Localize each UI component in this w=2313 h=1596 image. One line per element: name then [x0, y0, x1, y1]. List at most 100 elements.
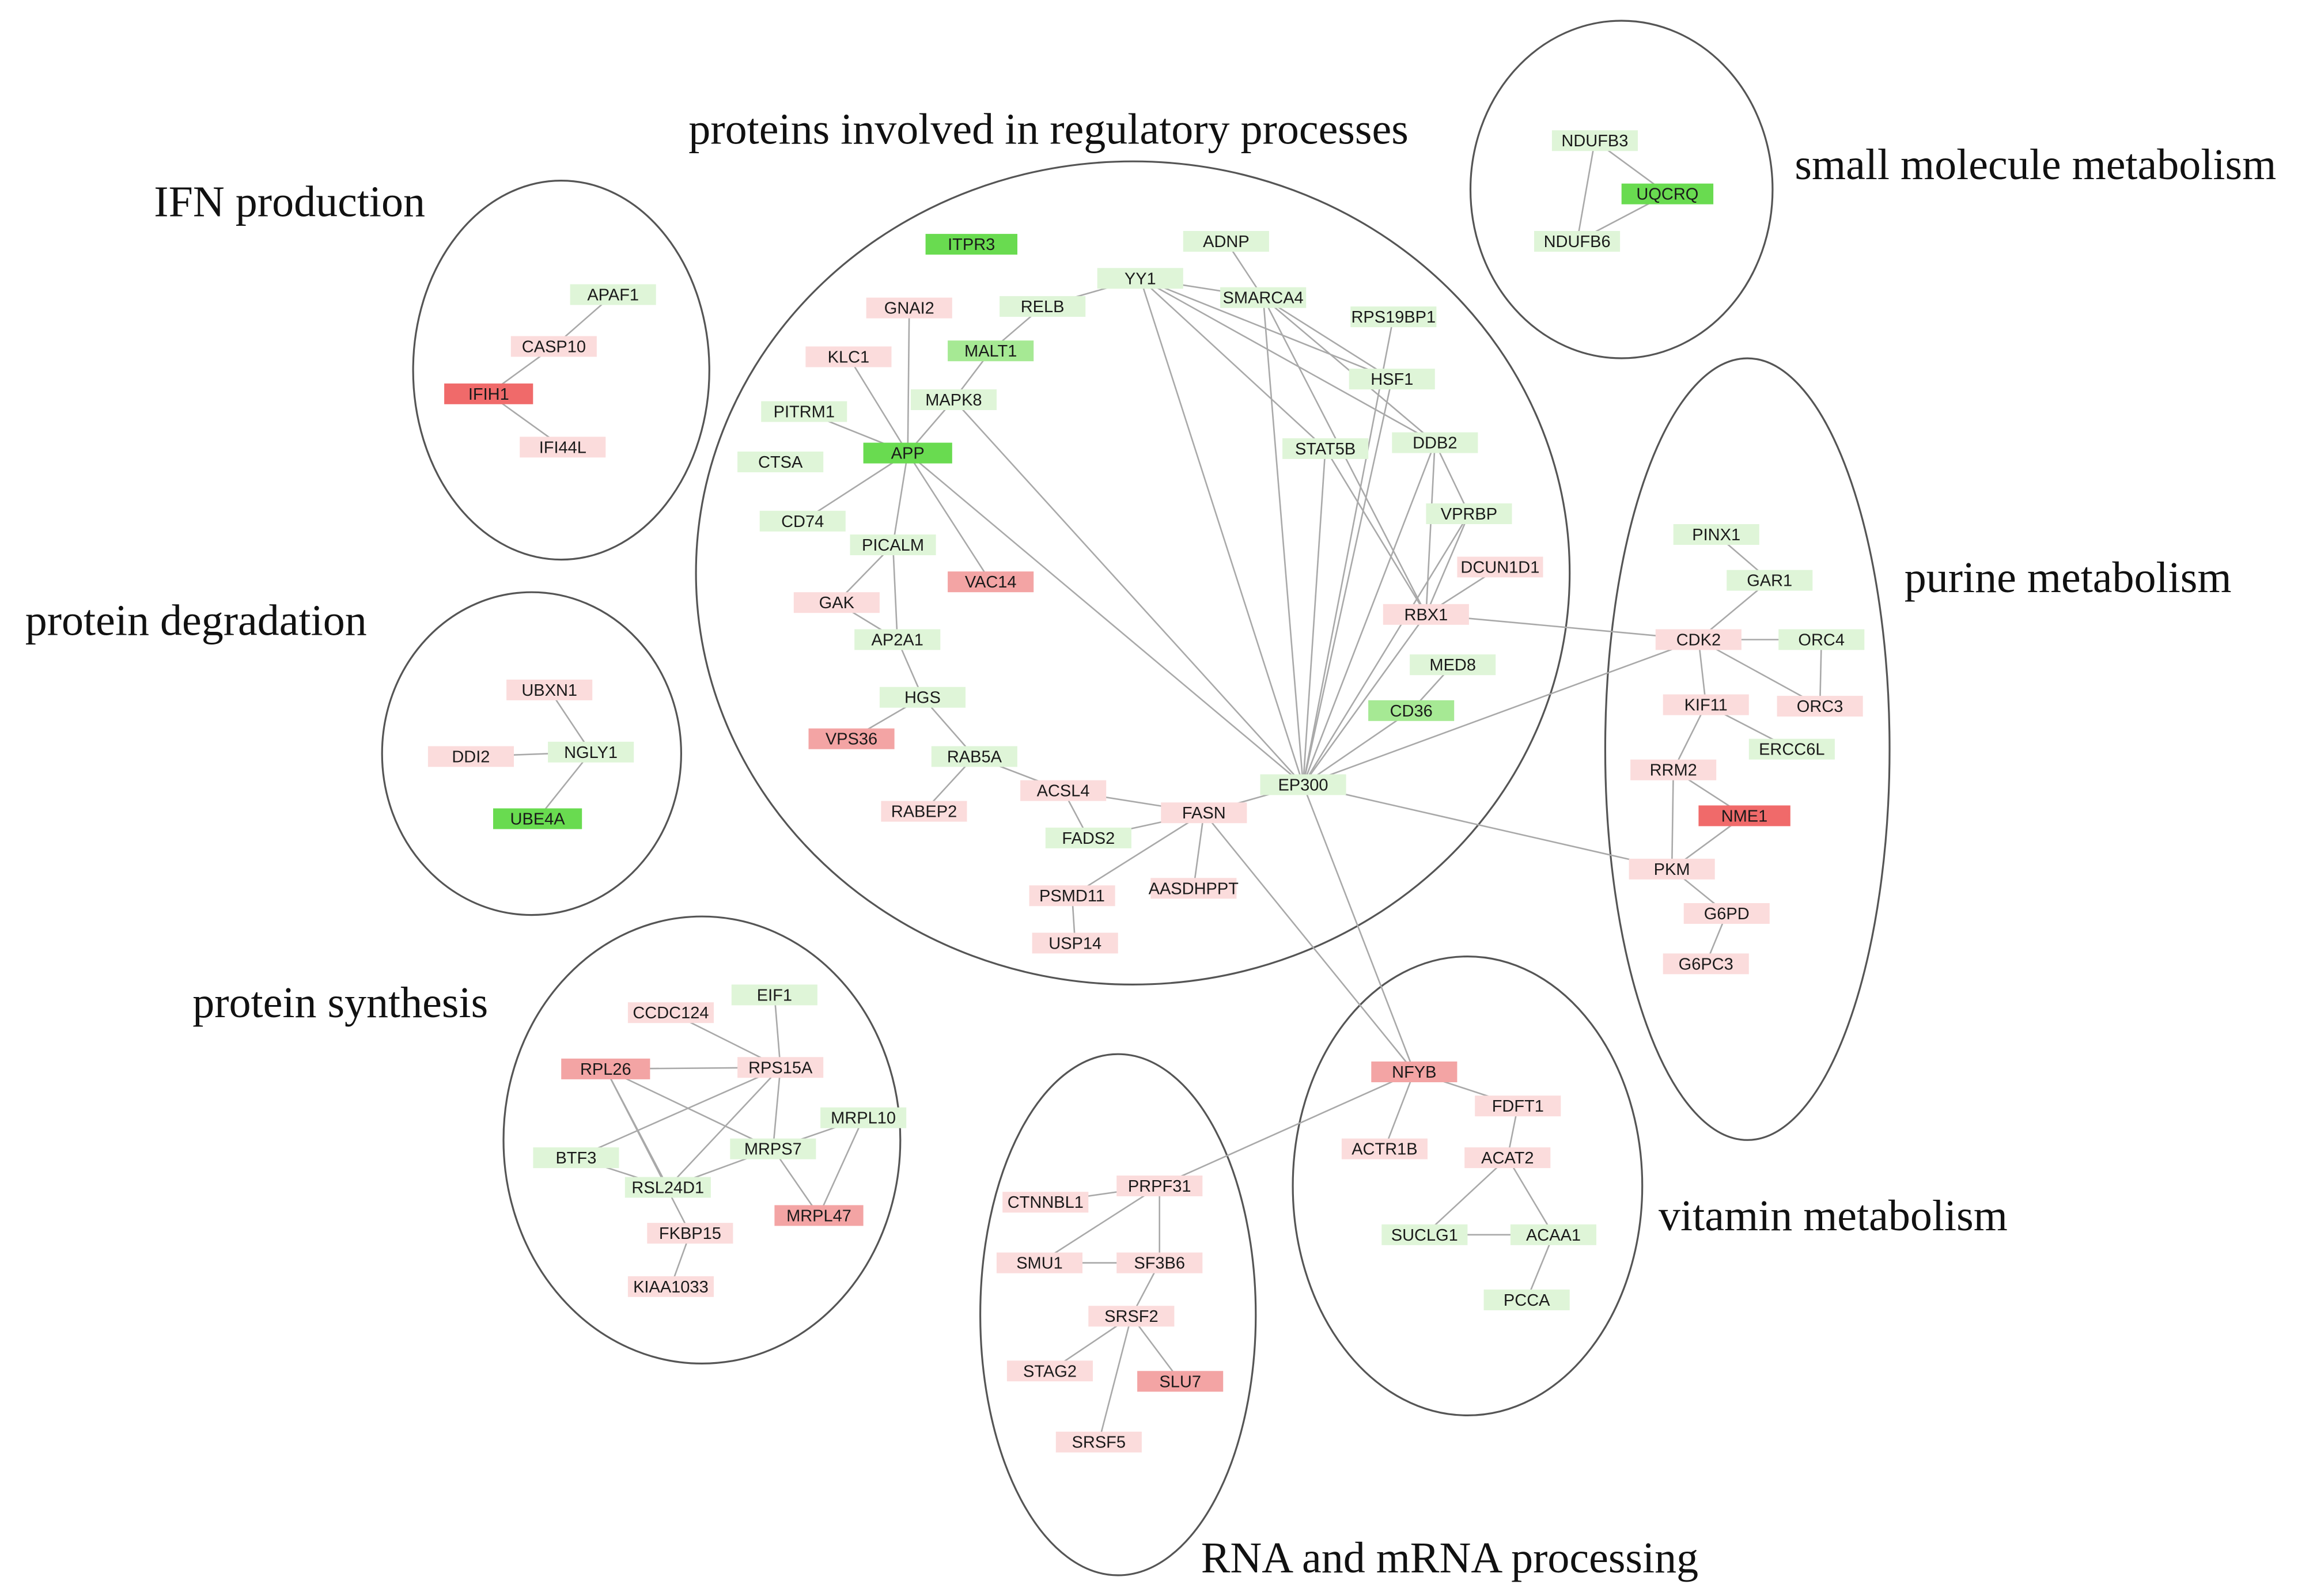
node-mrpl47[interactable]: MRPL47 — [774, 1205, 864, 1226]
node-ube4a[interactable]: UBE4A — [493, 808, 582, 829]
node-nfyb[interactable]: NFYB — [1371, 1062, 1458, 1082]
node-pcca[interactable]: PCCA — [1483, 1289, 1570, 1310]
cluster-title-purine: purine metabolism — [1905, 554, 2232, 602]
node-ubxn1[interactable]: UBXN1 — [506, 679, 593, 700]
node-adnp[interactable]: ADNP — [1183, 231, 1269, 252]
node-fkbp15[interactable]: FKBP15 — [647, 1223, 733, 1244]
node-ctnnbl1[interactable]: CTNNBL1 — [1002, 1192, 1089, 1213]
node-smarca4[interactable]: SMARCA4 — [1220, 287, 1307, 308]
node-yy1[interactable]: YY1 — [1097, 268, 1183, 289]
node-usp14[interactable]: USP14 — [1032, 932, 1118, 954]
node-vps36[interactable]: VPS36 — [808, 728, 895, 749]
node-mapk8[interactable]: MAPK8 — [910, 389, 997, 410]
node-stat5b[interactable]: STAT5B — [1282, 438, 1369, 459]
node-ercc6l[interactable]: ERCC6L — [1748, 738, 1835, 760]
node-gar1[interactable]: GAR1 — [1727, 570, 1813, 591]
node-fdft1[interactable]: FDFT1 — [1475, 1095, 1561, 1117]
node-mrps7[interactable]: MRPS7 — [730, 1138, 816, 1159]
node-fads2[interactable]: FADS2 — [1045, 827, 1131, 848]
node-ap2a1[interactable]: AP2A1 — [854, 629, 941, 650]
node-aasdhppt[interactable]: AASDHPPT — [1149, 878, 1239, 899]
node-med8[interactable]: MED8 — [1410, 654, 1496, 676]
node-gak[interactable]: GAK — [793, 592, 880, 613]
node-rrm2[interactable]: RRM2 — [1630, 759, 1717, 780]
node-itpr3[interactable]: ITPR3 — [925, 234, 1017, 255]
node-hgs[interactable]: HGS — [879, 687, 966, 708]
node-stag2[interactable]: STAG2 — [1006, 1360, 1093, 1382]
node-label-rabep2: RABEP2 — [891, 803, 957, 821]
node-acsl4[interactable]: ACSL4 — [1020, 780, 1107, 801]
node-eif1[interactable]: EIF1 — [731, 984, 817, 1006]
node-orc4[interactable]: ORC4 — [1778, 629, 1865, 650]
node-ndufb6[interactable]: NDUFB6 — [1534, 231, 1621, 252]
node-malt1[interactable]: MALT1 — [948, 340, 1034, 362]
node-ifih1[interactable]: IFIH1 — [444, 383, 533, 404]
node-pitrm1[interactable]: PITRM1 — [761, 401, 847, 422]
node-kiaa1033[interactable]: KIAA1033 — [627, 1276, 714, 1297]
node-label-rab5a: RAB5A — [947, 748, 1002, 767]
node-label-kiaa1033: KIAA1033 — [633, 1278, 709, 1296]
node-suclg1[interactable]: SUCLG1 — [1381, 1224, 1468, 1245]
node-casp10[interactable]: CASP10 — [510, 336, 597, 357]
cluster-title-vitamin: vitamin metabolism — [1659, 1192, 2008, 1240]
node-cdk2[interactable]: CDK2 — [1655, 629, 1742, 650]
node-smu1[interactable]: SMU1 — [996, 1252, 1082, 1273]
node-box-rsl24d1 — [624, 1177, 711, 1198]
node-hsf1[interactable]: HSF1 — [1349, 369, 1435, 390]
node-vprbp[interactable]: VPRBP — [1426, 503, 1512, 524]
node-fasn[interactable]: FASN — [1161, 802, 1247, 824]
node-pkm[interactable]: PKM — [1629, 858, 1715, 879]
cluster-ring-regulatory — [695, 160, 1571, 985]
node-rbx1[interactable]: RBX1 — [1383, 604, 1469, 625]
edge-smarca4-hsf1 — [1262, 297, 1392, 380]
node-box-relb — [1000, 296, 1086, 317]
node-psmd11[interactable]: PSMD11 — [1029, 885, 1115, 907]
node-srsf2[interactable]: SRSF2 — [1088, 1306, 1175, 1327]
node-slu7[interactable]: SLU7 — [1137, 1371, 1224, 1392]
node-box-hgs — [879, 687, 966, 708]
node-acaa1[interactable]: ACAA1 — [1510, 1224, 1596, 1245]
node-srsf5[interactable]: SRSF5 — [1055, 1431, 1142, 1453]
node-ctsa[interactable]: CTSA — [737, 452, 824, 472]
node-nme1[interactable]: NME1 — [1698, 805, 1790, 827]
node-dcun1d1[interactable]: DCUN1D1 — [1457, 556, 1543, 578]
node-sf3b6[interactable]: SF3B6 — [1116, 1252, 1203, 1273]
node-rsl24d1[interactable]: RSL24D1 — [624, 1177, 711, 1198]
node-cd74[interactable]: CD74 — [759, 510, 846, 532]
node-orc3[interactable]: ORC3 — [1777, 696, 1863, 717]
node-box-acsl4 — [1020, 780, 1107, 801]
node-ifi44l[interactable]: IFI44L — [520, 437, 606, 458]
node-rabep2[interactable]: RABEP2 — [881, 801, 967, 822]
node-picalm[interactable]: PICALM — [850, 534, 936, 555]
node-acat2[interactable]: ACAT2 — [1464, 1147, 1551, 1169]
node-relb[interactable]: RELB — [1000, 296, 1086, 317]
node-pinx1[interactable]: PINX1 — [1673, 524, 1759, 545]
node-ddb2[interactable]: DDB2 — [1392, 432, 1478, 453]
node-box-cd74 — [759, 510, 846, 532]
node-vac14[interactable]: VAC14 — [948, 571, 1034, 593]
node-app[interactable]: APP — [863, 442, 952, 464]
node-btf3[interactable]: BTF3 — [533, 1147, 619, 1169]
node-ndufb3[interactable]: NDUFB3 — [1551, 130, 1638, 151]
node-rpl26[interactable]: RPL26 — [561, 1058, 650, 1079]
node-gnai2[interactable]: GNAI2 — [866, 297, 952, 319]
node-rab5a[interactable]: RAB5A — [931, 746, 1017, 767]
node-uqcrq[interactable]: UQCRQ — [1621, 183, 1714, 204]
node-ngly1[interactable]: NGLY1 — [548, 741, 634, 763]
node-klc1[interactable]: KLC1 — [805, 346, 892, 367]
node-apaf1[interactable]: APAF1 — [570, 284, 656, 305]
node-ep300[interactable]: EP300 — [1260, 774, 1346, 795]
node-g6pd[interactable]: G6PD — [1683, 903, 1770, 924]
node-box-prpf31 — [1116, 1176, 1203, 1196]
node-ddi2[interactable]: DDI2 — [427, 746, 514, 767]
node-rps19bp1[interactable]: RPS19BP1 — [1350, 306, 1437, 328]
node-cd36[interactable]: CD36 — [1368, 700, 1455, 721]
node-g6pc3[interactable]: G6PC3 — [1663, 953, 1749, 975]
node-rps15a[interactable]: RPS15A — [737, 1057, 824, 1078]
node-ccdc124[interactable]: CCDC124 — [627, 1002, 714, 1023]
node-box-fads2 — [1045, 827, 1131, 848]
node-mrpl10[interactable]: MRPL10 — [820, 1107, 907, 1128]
node-prpf31[interactable]: PRPF31 — [1116, 1176, 1203, 1196]
node-actr1b[interactable]: ACTR1B — [1341, 1138, 1428, 1159]
node-kif11[interactable]: KIF11 — [1663, 694, 1749, 715]
